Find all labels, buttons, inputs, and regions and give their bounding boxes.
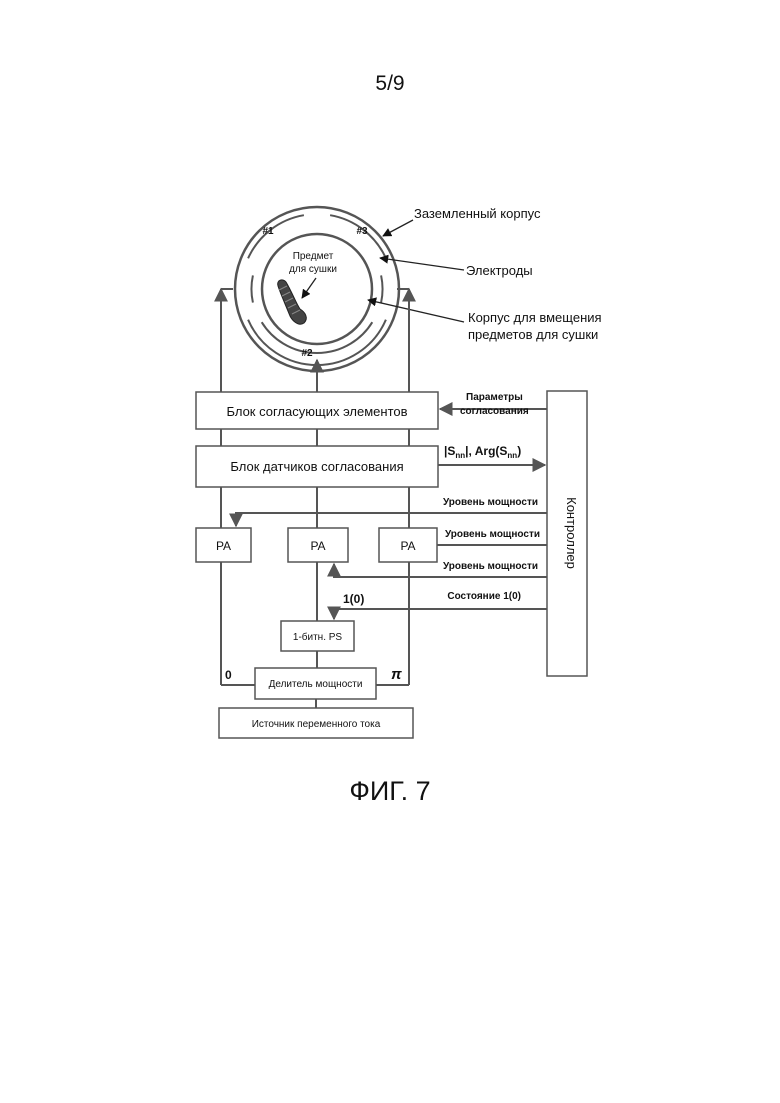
matching-elements-label: Блок согласующих элементов [226,404,407,419]
matching-sensors-label: Блок датчиков согласования [230,459,403,474]
matching-params-line2: согласования [460,406,529,417]
power-divider-label: Делитель мощности [269,679,363,690]
grounded-body-label: Заземленный корпус [414,206,541,221]
electrode-3-label: #3 [356,226,368,237]
state-label: Состояние 1(0) [447,591,521,602]
item-pointer-arrow [302,278,316,298]
matching-params-line1: Параметры [466,392,523,403]
container-arrow [368,300,464,322]
electrode-inner-left [251,275,252,302]
ac-source-label: Источник переменного тока [252,719,381,730]
page-number: 5/9 [375,72,404,95]
pa-center-label: PA [310,539,325,553]
container-label-line2: предметов для сушки [468,327,598,342]
electrodes-arrow [380,258,464,270]
pa-right-label: PA [400,539,415,553]
item-label-line2: для сушки [289,264,337,275]
item-label-line1: Предмет [293,251,334,262]
grounded-body-arrow [383,220,413,236]
electrode-1-label: #1 [262,226,274,237]
power-level-3-label: Уровень мощности [443,561,538,572]
power-level-1-label: Уровень мощности [443,497,538,508]
electrodes-label: Электроды [466,263,533,278]
figure-caption: ФИГ. 7 [349,776,430,806]
power-level-2-label: Уровень мощности [445,529,540,540]
s-parameters-label: |Snn|, Arg(Snn) [444,444,521,460]
pa-left-label: PA [216,539,231,553]
grounded-body-ring [235,207,399,371]
phase-shifter-label: 1-битн. PS [293,631,343,643]
electrode-2-arc [248,320,386,365]
sock-item-icon [278,280,307,324]
phase-pi-label: π [391,666,402,683]
electrode-2-label: #2 [301,348,313,359]
controller-label: Контроллер [564,497,579,569]
state-value-label: 1(0) [343,592,364,606]
electrode-inner-right [381,275,382,302]
drying-chamber [235,207,399,371]
container-label-line1: Корпус для вмещения [468,310,602,325]
controller-connections [236,409,547,619]
phase-zero-label: 0 [225,668,232,682]
